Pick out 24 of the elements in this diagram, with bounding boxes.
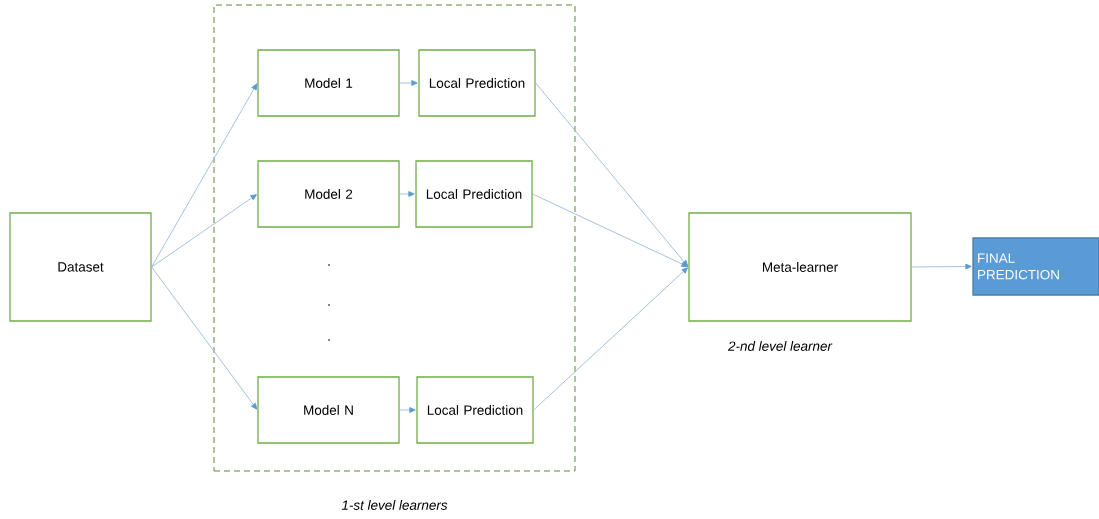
group-label: 1-st level learners: [341, 500, 448, 510]
process-box: Model N: [257, 376, 400, 444]
arrow: [399, 407, 416, 413]
arrow: [399, 191, 415, 197]
process-box: Model 2: [257, 160, 400, 228]
ellipsis-dot: .: [328, 339, 330, 341]
process-box: Model 1: [257, 49, 400, 117]
arrow: [399, 80, 418, 86]
ellipsis-dot: .: [328, 304, 330, 306]
process-box: Local Prediction: [416, 376, 534, 444]
arrow: [911, 263, 972, 270]
process-box: Local Prediction: [418, 49, 536, 117]
process-box: Local Prediction: [415, 160, 533, 228]
process-box: Meta-learner: [688, 212, 912, 322]
arrow: [533, 267, 688, 411]
arrow: [535, 82, 689, 267]
level-label: 2-nd level learner: [727, 341, 833, 351]
arrow: [532, 193, 688, 267]
arrow: [151, 194, 257, 268]
process-box: Dataset: [9, 212, 152, 322]
arrow: [151, 83, 258, 268]
output-box: FINAL PREDICTION: [972, 237, 1099, 296]
arrow: [151, 266, 258, 410]
ellipsis-dot: .: [328, 264, 330, 266]
